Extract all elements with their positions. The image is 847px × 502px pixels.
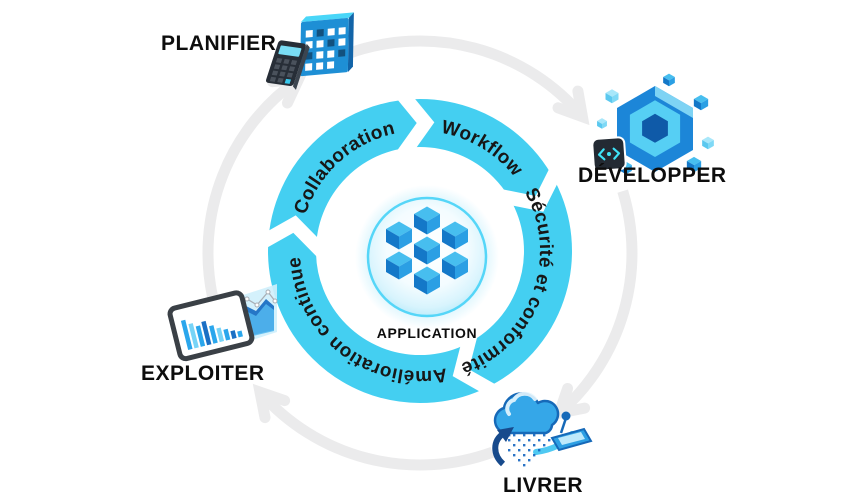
code-cubes-icon bbox=[591, 73, 714, 175]
ring-chevron-right bbox=[496, 162, 565, 212]
cloud-shape bbox=[493, 391, 560, 435]
binary-rain bbox=[508, 434, 551, 467]
cycle-arrow-dev-to-deliver bbox=[550, 189, 638, 421]
deploy-up-arrow bbox=[492, 427, 514, 467]
analytics-dashboard-icon bbox=[167, 284, 278, 362]
calendar-calculator-icon bbox=[265, 12, 354, 90]
stage-label-livrer: LIVRER bbox=[503, 474, 584, 497]
ring-chevron-left bbox=[253, 215, 330, 260]
ring-chevron-bottom bbox=[452, 329, 502, 400]
code-editor-badge bbox=[591, 136, 627, 172]
cloud-deploy-icon bbox=[492, 391, 593, 467]
device-with-pin bbox=[550, 411, 593, 452]
cycle-arrow-deliver-to-operate bbox=[252, 383, 495, 471]
application-bubble bbox=[355, 185, 499, 329]
ring-chevron-top bbox=[392, 85, 435, 162]
stage-label-developper: DÉVELOPPER bbox=[578, 164, 727, 187]
cycle-arrow-plan-to-dev bbox=[345, 35, 590, 126]
stage-label-planifier: PLANIFIER bbox=[161, 32, 277, 55]
center-label-application: APPLICATION bbox=[376, 325, 478, 341]
stage-label-exploiter: EXPLOITER bbox=[141, 362, 265, 385]
outer-cycle-arrows bbox=[202, 35, 638, 471]
tablet-bar-chart bbox=[167, 290, 255, 362]
